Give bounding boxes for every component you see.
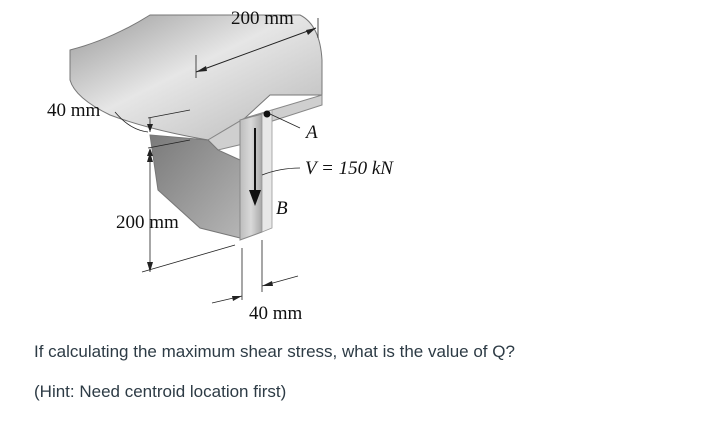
point-b-label: B xyxy=(276,198,288,219)
web-front-face-right xyxy=(261,109,273,233)
question-text: If calculating the maximum shear stress,… xyxy=(34,342,515,361)
web-depth-label: 200 mm xyxy=(116,212,179,233)
flange-thickness-label: 40 mm xyxy=(47,100,101,121)
t-beam-figure: 200 mm 40 mm 200 mm 40 mm A B V = 150 kN xyxy=(47,8,393,324)
web-thickness-label: 40 mm xyxy=(249,303,303,324)
shear-force-label: V = 150 kN xyxy=(305,158,393,179)
shear-force-arrowhead xyxy=(249,190,261,206)
t-beam-drawing xyxy=(69,14,323,304)
question-hint: (Hint: Need centroid location first) xyxy=(34,382,287,401)
flange-width-label: 200 mm xyxy=(231,8,294,29)
point-a-marker xyxy=(263,110,271,118)
web-front-face xyxy=(239,113,263,241)
point-a-label: A xyxy=(306,122,318,143)
